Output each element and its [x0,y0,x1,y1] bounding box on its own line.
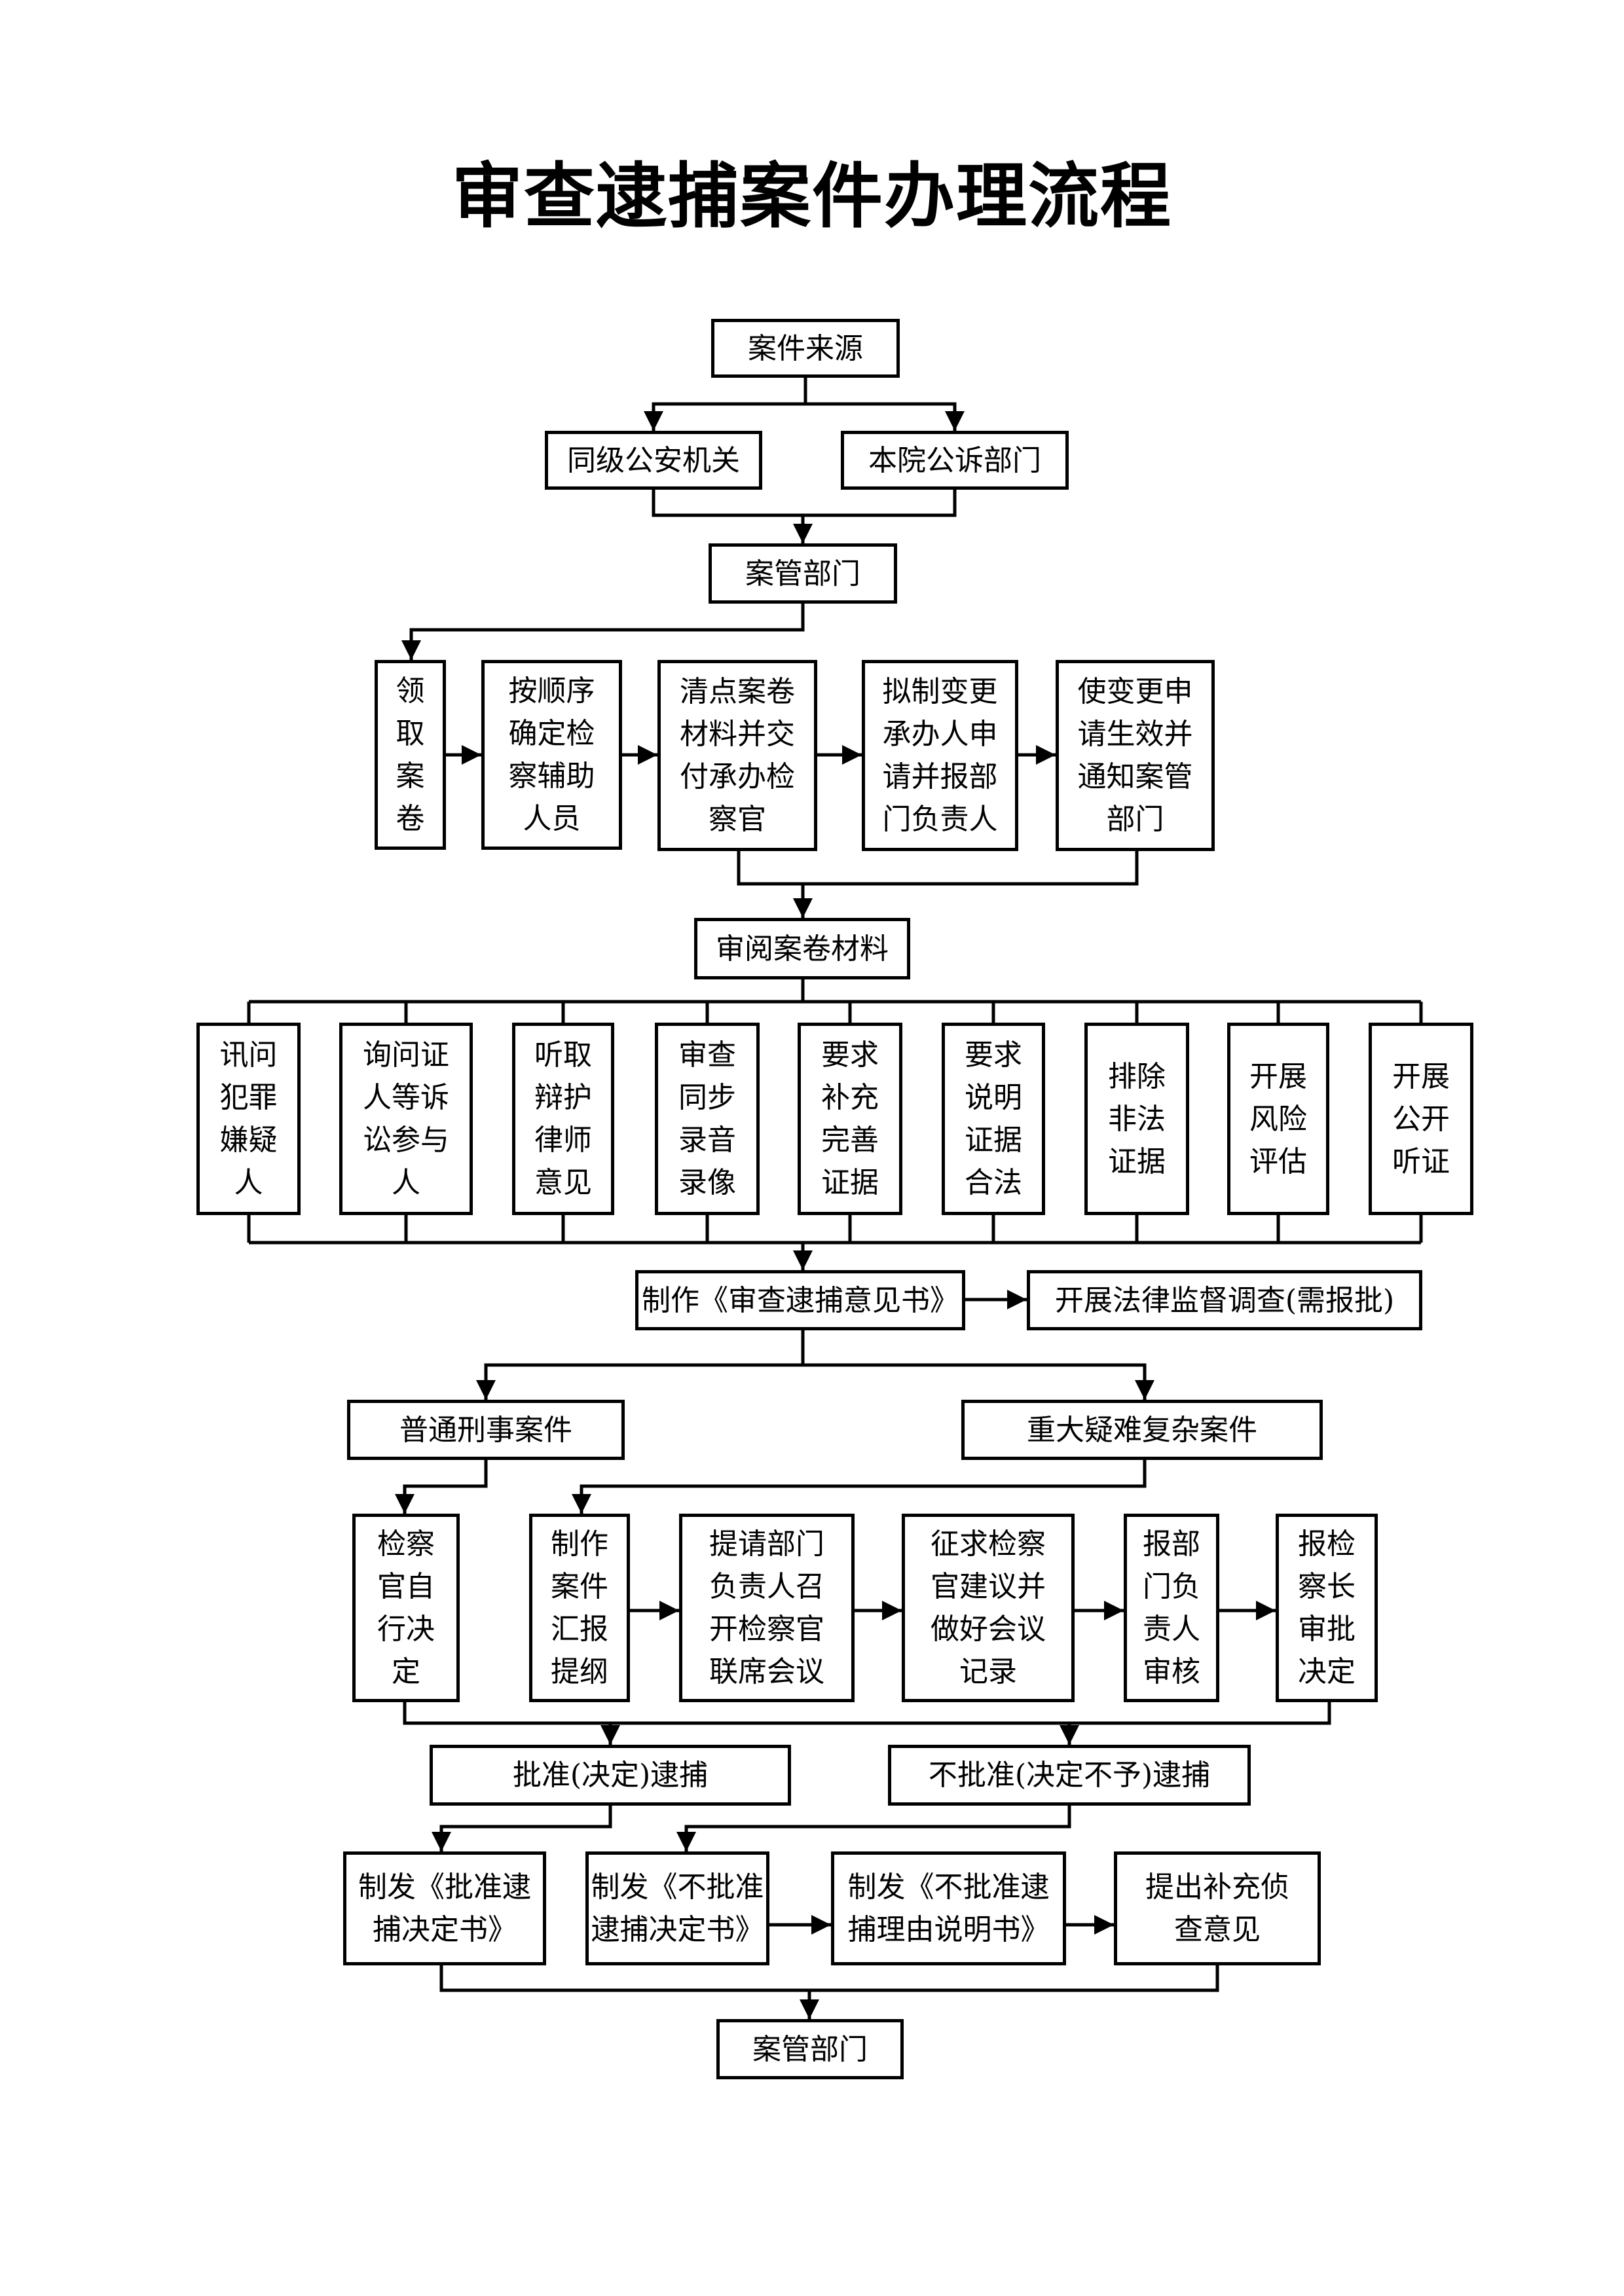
node-receive-file: 领 取 案 卷 [375,660,446,850]
node-interrogate-suspect: 讯问 犯罪 嫌疑 人 [196,1023,301,1215]
node-report-outline: 制作 案件 汇报 提纲 [529,1514,630,1702]
node-review-materials: 审阅案卷材料 [694,918,910,979]
node-further-investigation: 提出补充侦 查意见 [1114,1851,1321,1965]
node-assign-assistant: 按顺序 确定检 察辅助 人员 [481,660,622,850]
node-hear-defense: 听取 辩护 律师 意见 [512,1023,614,1215]
node-inventory-file: 清点案卷 材料并交 付承办检 察官 [657,660,817,851]
node-major-case: 重大疑难复杂案件 [961,1400,1323,1460]
node-dept-review: 报部 门负 责人 审核 [1124,1514,1219,1702]
node-review-opinion: 制作《审查逮捕意见书》 [635,1270,965,1330]
node-joint-meeting: 提请部门 负责人召 开检察官 联席会议 [679,1514,855,1702]
node-change-effect: 使变更申 请生效并 通知案管 部门 [1056,660,1215,851]
node-case-management-final: 案管部门 [716,2019,904,2079]
node-public-hearing: 开展 公开 听证 [1369,1023,1473,1215]
node-legal-supervision: 开展法律监督调查(需报批) [1027,1270,1422,1330]
node-review-recording: 审查 同步 录音 录像 [655,1023,760,1215]
node-question-witness: 询问证 人等诉 讼参与 人 [339,1023,473,1215]
node-approve-document: 制发《批准逮 捕决定书》 [343,1851,546,1965]
node-explain-evidence: 要求 说明 证据 合法 [942,1023,1045,1215]
page-title: 审查逮捕案件办理流程 [451,155,1172,238]
node-disapprove-document: 制发《不批准 逮捕决定书》 [585,1851,769,1965]
node-ordinary-case: 普通刑事案件 [347,1400,625,1460]
node-meeting-record: 征求检察 官建议并 做好会议 记录 [902,1514,1075,1702]
node-approve-arrest: 批准(决定)逮捕 [430,1745,791,1806]
node-exclude-evidence: 排除 非法 证据 [1084,1023,1189,1215]
node-police: 同级公安机关 [545,431,762,490]
node-risk-assessment: 开展 风险 评估 [1227,1023,1329,1215]
node-disapprove-arrest: 不批准(决定不予)逮捕 [888,1745,1251,1806]
node-chief-approve: 报检 察长 审批 决定 [1276,1514,1378,1702]
node-change-request: 拟制变更 承办人申 请并报部 门负责人 [862,660,1018,851]
node-supplement-evidence: 要求 补充 完善 证据 [798,1023,902,1215]
node-case-source: 案件来源 [711,319,900,378]
node-case-management: 案管部门 [709,543,897,604]
node-prosecution-dept: 本院公诉部门 [841,431,1069,490]
node-reason-document: 制发《不批准逮 捕理由说明书》 [831,1851,1066,1965]
node-prosecutor-decide: 检察 官自 行决 定 [352,1514,460,1702]
